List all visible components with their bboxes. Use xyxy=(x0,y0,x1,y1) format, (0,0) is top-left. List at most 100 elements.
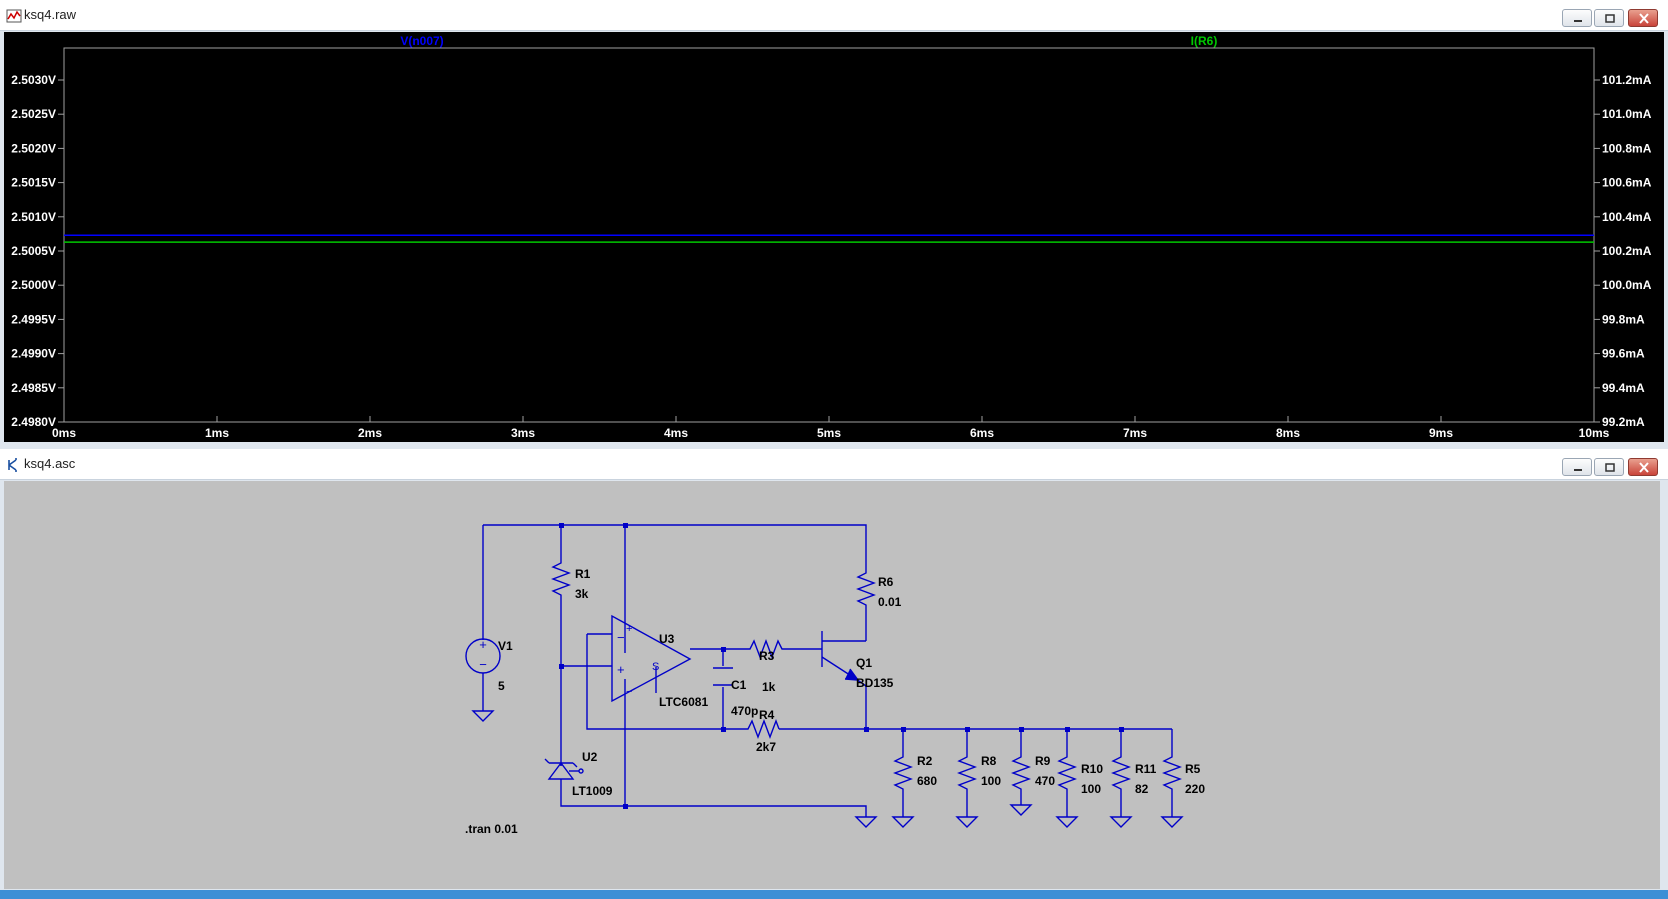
right-tick-label: 100.8mA xyxy=(1602,141,1652,155)
left-tick-label: 2.5025V xyxy=(11,107,56,121)
wire-top-rail xyxy=(483,524,867,569)
resistor-r10 xyxy=(1057,753,1077,793)
label-r5-value: 220 xyxy=(1185,782,1205,796)
capacitor-c1 xyxy=(713,667,733,686)
ground-icon xyxy=(955,816,979,828)
left-tick-label: 2.4985V xyxy=(11,381,56,395)
wire-minus-in xyxy=(586,633,612,679)
maximize-icon xyxy=(1605,463,1615,472)
plot-titlebar[interactable]: ksq4.raw xyxy=(0,0,1668,31)
maximize-button[interactable] xyxy=(1594,9,1624,27)
opamp-u3 xyxy=(611,614,692,703)
u3-supply-minus-symbol: − xyxy=(626,686,632,698)
label-r9-value: 470 xyxy=(1035,774,1055,788)
left-tick-label: 2.5015V xyxy=(11,176,56,190)
u3-plus-symbol: + xyxy=(617,662,625,677)
label-r8-value: 100 xyxy=(981,774,1001,788)
close-icon xyxy=(1639,13,1649,24)
resistor-r5 xyxy=(1162,753,1182,793)
schematic-canvas[interactable]: + − − + + − S xyxy=(4,481,1660,889)
left-tick-label: 2.4990V xyxy=(11,347,56,361)
minimize-button[interactable] xyxy=(1562,458,1592,476)
waveform-chart[interactable]: V(n007) I(R6) 2.5030V 2.5025V 2.5020V 2.501… xyxy=(4,32,1664,442)
left-tick-label: 2.5020V xyxy=(11,141,56,155)
resistor-r1 xyxy=(551,559,571,599)
right-tick-label: 99.4mA xyxy=(1602,381,1645,395)
ground-icon xyxy=(1009,804,1033,816)
right-tick-label: 99.2mA xyxy=(1602,415,1645,429)
transistor-q1 xyxy=(821,631,867,687)
schematic-window: ksq4.asc xyxy=(0,449,1668,899)
resistor-r4 xyxy=(744,719,780,739)
wire-u3-gnd xyxy=(624,679,867,817)
schematic-window-title: ksq4.asc xyxy=(24,456,76,471)
resistor-r3 xyxy=(746,639,783,659)
right-tick-label: 99.6mA xyxy=(1602,347,1645,361)
x-tick-label: 4ms xyxy=(664,426,688,440)
ground-symbols xyxy=(471,710,1184,828)
u3-minus-symbol: − xyxy=(617,630,625,645)
right-tick-label: 101.0mA xyxy=(1602,107,1652,121)
x-tick-label: 6ms xyxy=(970,426,994,440)
minimize-icon xyxy=(1574,469,1582,471)
right-tick-label: 100.6mA xyxy=(1602,176,1652,190)
schematic-drawing[interactable]: + − − + + − S xyxy=(4,481,1660,889)
resistor-r8 xyxy=(957,753,977,793)
label-r9-ref: R9 xyxy=(1035,754,1051,768)
label-v1-ref: V1 xyxy=(498,639,513,653)
label-r1-value: 3k xyxy=(575,587,589,601)
maximize-button[interactable] xyxy=(1594,458,1624,476)
right-axis: 101.2mA101.0mA100.8mA100.6mA100.4mA100.2… xyxy=(1594,73,1652,429)
x-tick-label: 5ms xyxy=(817,426,841,440)
schematic-titlebar[interactable]: ksq4.asc xyxy=(0,449,1668,480)
label-r2-value: 680 xyxy=(917,774,937,788)
label-r4-ref: R4 xyxy=(759,708,775,722)
right-tick-label: 100.0mA xyxy=(1602,278,1652,292)
label-r11-ref: R11 xyxy=(1135,762,1157,776)
minimize-button[interactable] xyxy=(1562,9,1592,27)
wire-u2-gnd xyxy=(560,796,625,807)
v1-minus-symbol: − xyxy=(479,657,487,672)
label-c1-value: 470p xyxy=(731,704,758,718)
left-tick-label: 2.5000V xyxy=(11,278,56,292)
x-tick-label: 0ms xyxy=(52,426,76,440)
x-tick-label: 9ms xyxy=(1429,426,1453,440)
x-tick-label: 3ms xyxy=(511,426,535,440)
close-button[interactable] xyxy=(1628,458,1658,476)
plot-area[interactable]: V(n007) I(R6) 2.5030V 2.5025V 2.5020V 2.501… xyxy=(4,32,1664,442)
label-r8-ref: R8 xyxy=(981,754,997,768)
left-axis: 2.5030V 2.5025V 2.5020V 2.5015V 2.5010V 2.500… xyxy=(11,73,64,429)
label-r2-ref: R2 xyxy=(917,754,933,768)
schematic-icon xyxy=(8,458,17,472)
right-tick-label: 100.4mA xyxy=(1602,210,1652,224)
reference-diode-u2 xyxy=(544,758,584,796)
wire-feedback-left xyxy=(586,679,723,730)
u3-shutdown-pin-label: S xyxy=(652,661,659,673)
close-button[interactable] xyxy=(1628,9,1658,27)
left-tick-label: 2.4980V xyxy=(11,415,56,429)
label-r6-ref: R6 xyxy=(878,575,894,589)
label-u3-ref: U3 xyxy=(659,632,675,646)
ground-icon xyxy=(891,816,915,828)
junctions xyxy=(559,523,1124,809)
minimize-icon xyxy=(1574,20,1582,22)
resistor-r9 xyxy=(1011,753,1031,793)
label-c1-ref: C1 xyxy=(731,678,747,692)
legend-series-v-n007[interactable]: V(n007) xyxy=(400,34,443,48)
ground-icon xyxy=(1109,816,1133,828)
label-r6-value: 0.01 xyxy=(878,595,902,609)
resistor-r6 xyxy=(856,569,876,609)
left-tick-label: 2.5030V xyxy=(11,73,56,87)
label-r3-ref: R3 xyxy=(759,649,775,663)
left-tick-label: 2.4995V xyxy=(11,312,56,326)
legend-series-i-r6[interactable]: I(R6) xyxy=(1191,34,1218,48)
left-tick-label: 2.5010V xyxy=(11,210,56,224)
label-q1-ref: Q1 xyxy=(856,656,872,670)
close-icon xyxy=(1639,462,1649,473)
ground-icon xyxy=(471,710,495,722)
spice-directive: .tran 0.01 xyxy=(465,822,518,836)
taskbar-edge xyxy=(0,890,1668,899)
label-r5-ref: R5 xyxy=(1185,762,1201,776)
